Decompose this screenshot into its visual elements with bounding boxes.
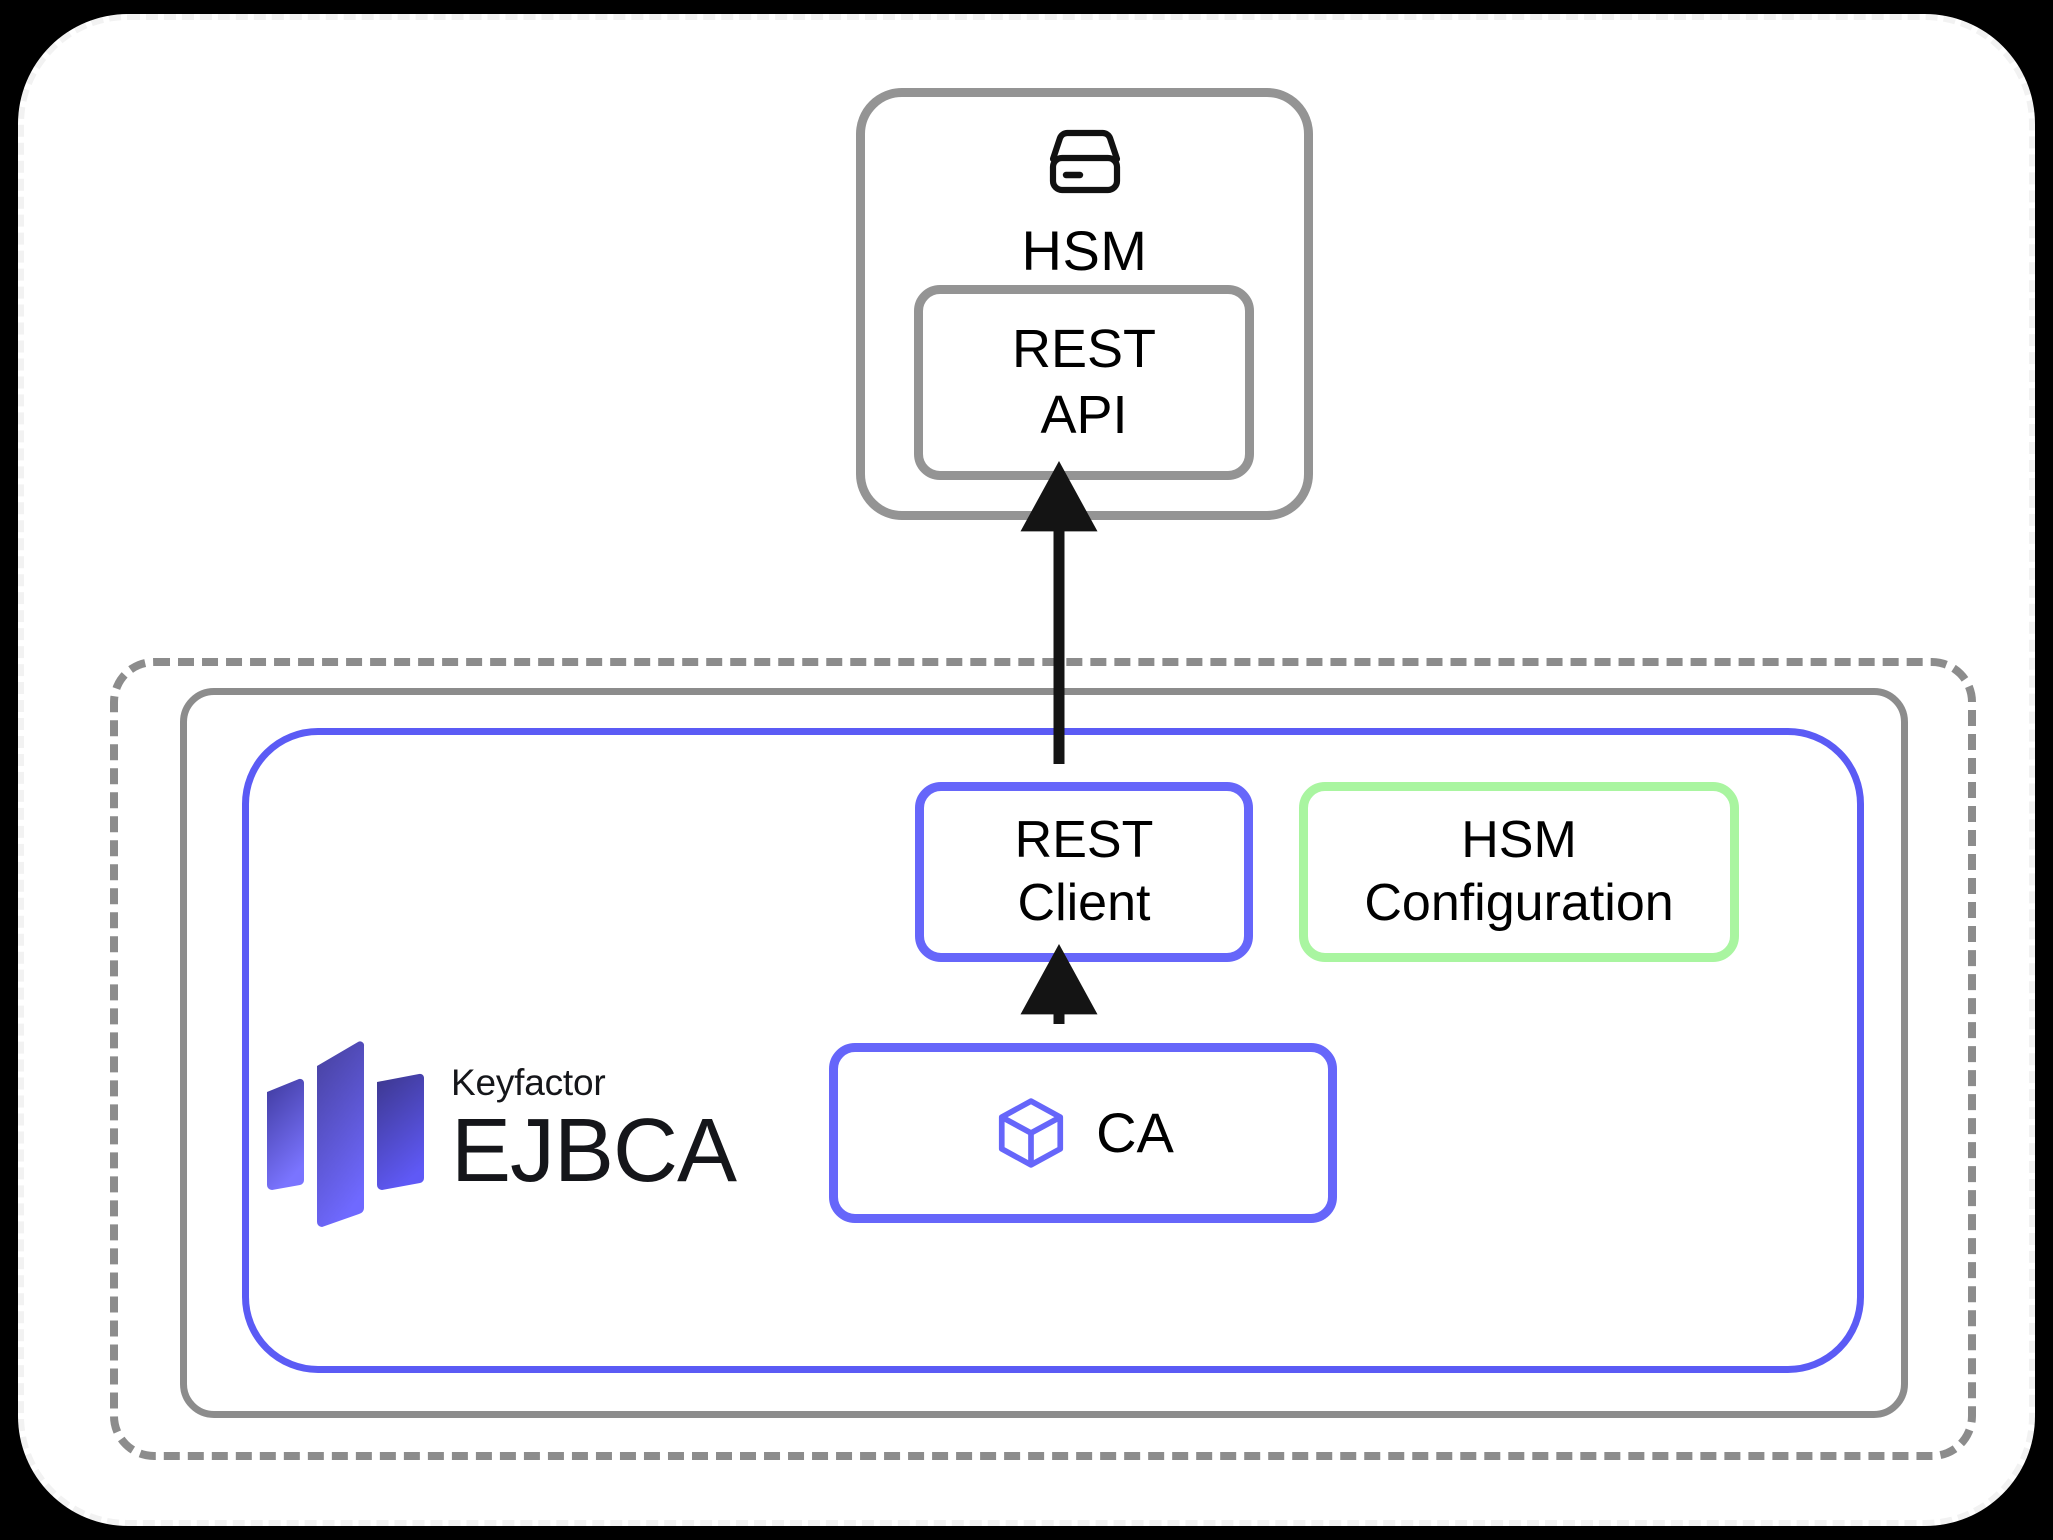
- keyfactor-bars-icon: [267, 1041, 425, 1227]
- rest-api-label-line2: API: [1040, 384, 1128, 445]
- ejbca-product-label: EJBCA: [451, 1101, 737, 1201]
- page-card: HSM REST API: [18, 14, 2035, 1526]
- ca-node[interactable]: CA: [829, 1043, 1337, 1223]
- hsm-label: HSM: [1021, 219, 1148, 282]
- rest-client-label-line1: REST: [1014, 810, 1154, 869]
- ca-label: CA: [1096, 1100, 1174, 1164]
- hsm-appliance-icon: [1049, 129, 1120, 194]
- ejbca-wordmark: Keyfactor EJBCA: [451, 1062, 737, 1201]
- system-boundary-dashed: [110, 658, 1976, 1460]
- keyfactor-brand-label: Keyfactor: [451, 1062, 606, 1103]
- system-boundary-solid: [180, 688, 1908, 1418]
- ejbca-logo: Keyfactor EJBCA: [264, 1030, 744, 1230]
- hsm-configuration-node[interactable]: HSM Configuration: [1299, 782, 1739, 962]
- cube-icon: [999, 1098, 1064, 1168]
- rest-client-node[interactable]: REST Client: [915, 782, 1253, 962]
- hsm-configuration-label-line2: Configuration: [1364, 874, 1674, 932]
- ejbca-container: [242, 728, 1864, 1373]
- rest-api-node[interactable]: REST API: [914, 285, 1254, 480]
- rest-api-label-line1: REST: [1011, 318, 1157, 379]
- rest-client-label-line2: Client: [1017, 874, 1151, 932]
- hsm-configuration-label-line1: HSM: [1461, 810, 1577, 869]
